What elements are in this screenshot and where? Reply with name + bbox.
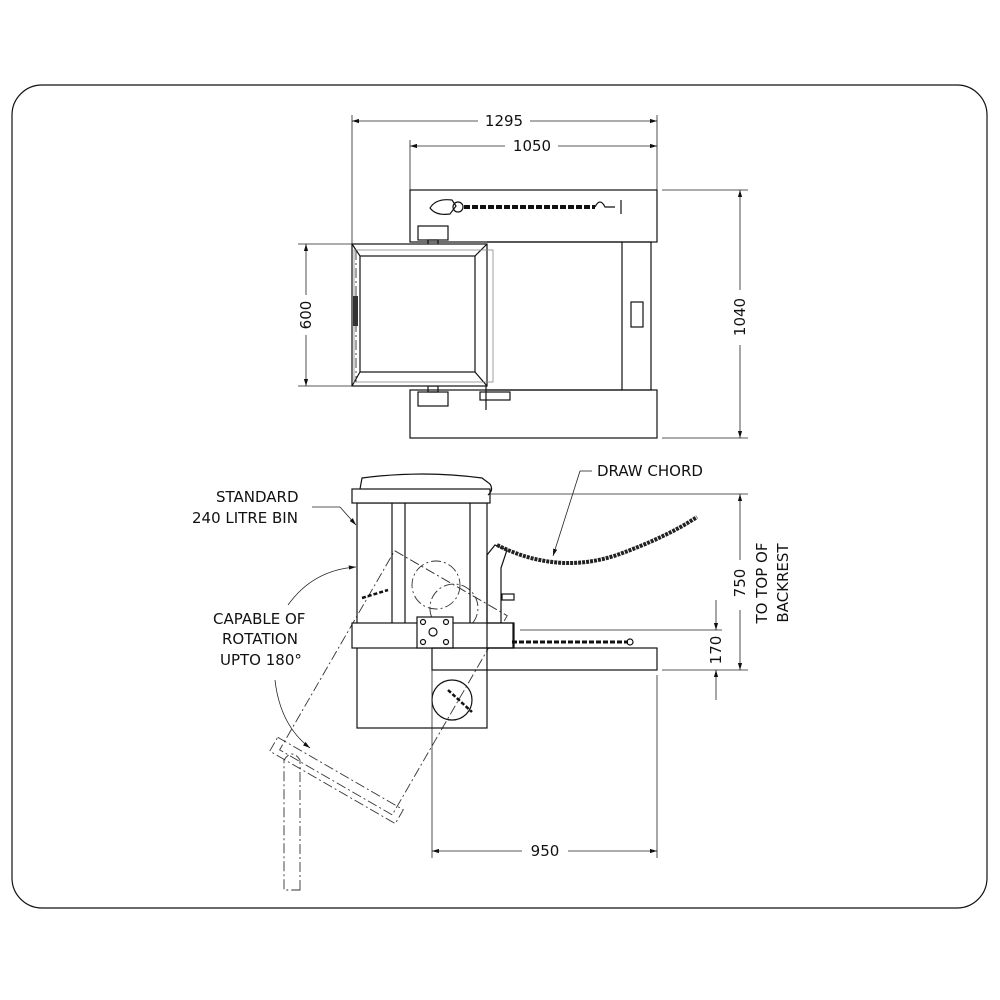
- frame-top-rail: [409, 189, 658, 243]
- label-bin-line2: 240 LITRE BIN: [192, 509, 298, 527]
- fork-tine: [431, 647, 658, 671]
- side-view: DRAW CHORD STANDARD 240 LITRE BIN CAPABL…: [192, 462, 792, 891]
- label-bin-line1: STANDARD: [216, 488, 299, 506]
- label-draw-chord: DRAW CHORD: [597, 462, 703, 480]
- dim-backrest-height: 750: [731, 569, 749, 598]
- dim-overall-width: 1295: [485, 112, 523, 130]
- rotated-lid: [283, 753, 301, 891]
- backrest-side: [486, 544, 508, 623]
- dim-bin-depth: 600: [297, 301, 315, 330]
- label-rotation-line1: CAPABLE OF: [213, 610, 305, 628]
- backrest: [621, 241, 652, 391]
- draw-chord: [496, 515, 699, 565]
- dim-reach: 950: [531, 842, 560, 860]
- rotated-bin: [279, 550, 508, 816]
- dim-frame-width: 1050: [513, 137, 551, 155]
- bin-top-view: [351, 243, 488, 387]
- drawing-border: [11, 84, 988, 909]
- dim-tine-height: 170: [707, 636, 725, 665]
- backrest-slot: [630, 301, 644, 328]
- latch: [479, 391, 511, 401]
- rotation-arrow-icon: [287, 565, 357, 606]
- pivot-mount-top: [417, 225, 449, 241]
- label-rotation-line2: ROTATION: [222, 630, 298, 648]
- dim-overall-length: 1040: [731, 298, 749, 336]
- pivot-plate: [416, 616, 454, 649]
- frame-bottom-rail: [409, 389, 658, 439]
- bin-side-view: [356, 502, 488, 729]
- dim-backrest-note-1: TO TOP OF: [753, 543, 771, 625]
- label-rotation-line3: UPTO 180°: [220, 651, 302, 669]
- dim-backrest-note-2: BACKREST: [774, 543, 792, 623]
- top-view: 1295 1050 600 1040: [297, 112, 749, 439]
- chain-icon: [429, 199, 622, 215]
- pivot-mount-bottom: [417, 391, 449, 407]
